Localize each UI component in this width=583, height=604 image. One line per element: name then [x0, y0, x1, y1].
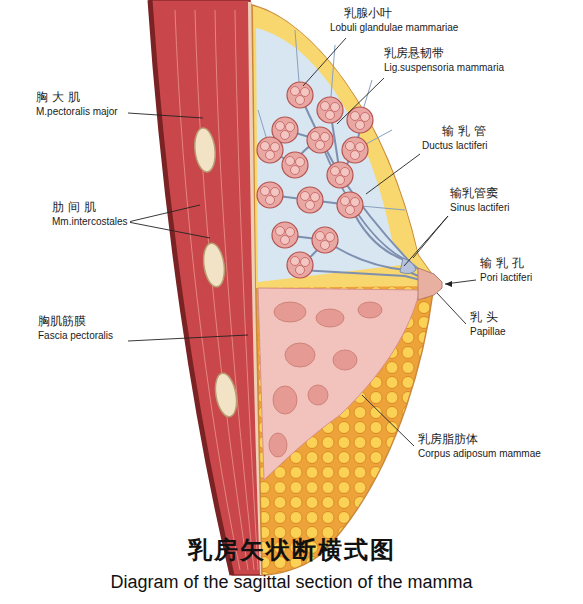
latin-label: Lig.suspensoria mammaria: [382, 62, 506, 74]
lobule: [317, 97, 343, 123]
latin-label: M.pectoralis major: [34, 106, 120, 118]
rib: [212, 372, 239, 419]
chinese-label: 肋 间 肌: [50, 200, 98, 214]
title: 乳房矢状断横式图: [0, 534, 583, 566]
latin-label: Fascia pectoralis: [36, 330, 115, 342]
tissue-lobes: [269, 302, 382, 457]
lower-tissue: [258, 288, 420, 480]
muscle-fibers: [175, 10, 258, 570]
latin-label: Pori lactiferi: [478, 272, 534, 284]
chinese-label: 乳房悬韧带: [382, 46, 446, 60]
latin-label: Mm.intercostales: [50, 216, 130, 228]
chinese-label: 乳 头: [468, 310, 500, 324]
chinese-label: 乳腺小叶: [342, 6, 394, 20]
skin-band: [150, 0, 232, 575]
lobule: [257, 137, 283, 163]
lobule: [287, 82, 313, 108]
rib: [201, 242, 227, 288]
nipple: [418, 268, 442, 300]
lobule: [327, 162, 353, 188]
chinese-label: 输乳管窦: [448, 186, 500, 200]
chinese-label: 胸 大 肌: [34, 90, 82, 104]
lobule: [337, 192, 363, 218]
latin-label: Corpus adiposum mammae: [416, 448, 543, 460]
lobule: [307, 127, 333, 153]
latin-label: Ductus lactiferi: [420, 140, 490, 152]
lobule: [287, 252, 313, 278]
rib: [193, 127, 217, 173]
chinese-label: 胸肌筋膜: [36, 314, 88, 328]
latin-label: Lobuli glandulae mammariae: [328, 22, 460, 34]
lobule: [282, 152, 308, 178]
pectoralis-muscle: [150, 0, 262, 575]
lobule: [272, 222, 298, 248]
lobule: [297, 187, 323, 213]
gland-lobules: [257, 82, 373, 278]
leader-lines: [128, 38, 476, 446]
lobule: [342, 137, 368, 163]
latin-label: Papillae: [468, 326, 508, 338]
lactiferous-sinus: [400, 258, 416, 274]
chinese-label: 输 乳 管: [440, 124, 488, 138]
caption: Diagram of the sagittal section of the m…: [0, 572, 583, 593]
lactiferous-ducts: [270, 95, 436, 284]
lobule: [257, 182, 283, 208]
chinese-label: 输 乳 孔: [478, 256, 526, 270]
arrow-head: [445, 281, 452, 287]
breast-outline: [252, 5, 441, 575]
chinese-label: 乳房脂肪体: [416, 432, 480, 446]
lobule: [312, 227, 338, 253]
latin-label: Sinus lactiferi: [448, 202, 511, 214]
